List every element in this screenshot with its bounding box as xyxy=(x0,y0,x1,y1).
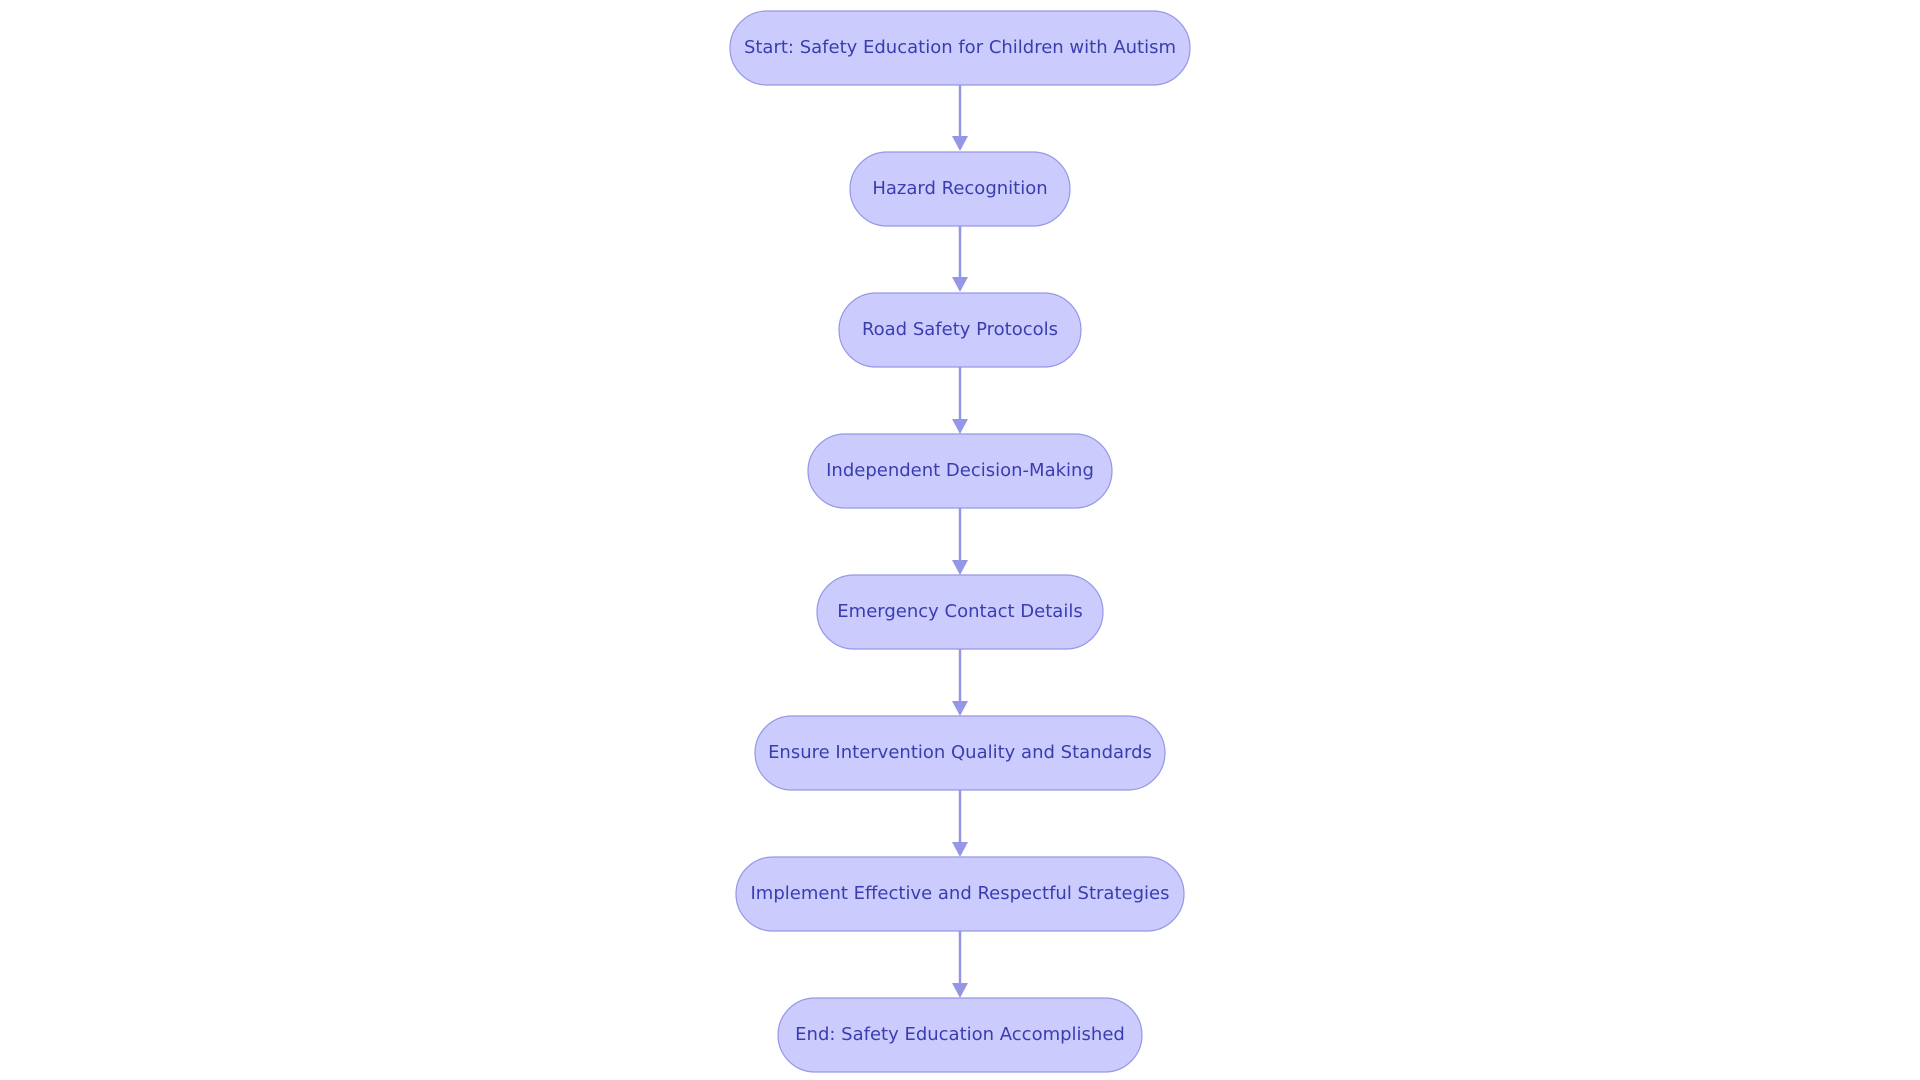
node-road-safety-protocols: Road Safety Protocols xyxy=(838,292,1082,368)
edge-emergency-to-quality xyxy=(952,649,968,716)
node-independent-decision-making-label: Independent Decision-Making xyxy=(826,460,1094,481)
edge-hazard-to-road xyxy=(952,226,968,292)
node-start: Start: Safety Education for Children wit… xyxy=(729,10,1191,86)
node-implement-effective-strategies: Implement Effective and Respectful Strat… xyxy=(735,856,1185,932)
node-end: End: Safety Education Accomplished xyxy=(777,997,1143,1073)
node-emergency-contact-details-label: Emergency Contact Details xyxy=(837,601,1082,622)
node-hazard-recognition-label: Hazard Recognition xyxy=(872,178,1047,199)
edge-start-to-hazard xyxy=(952,85,968,151)
edge-road-to-decision xyxy=(952,367,968,434)
edge-decision-to-emergency xyxy=(952,508,968,575)
node-implement-effective-strategies-label: Implement Effective and Respectful Strat… xyxy=(751,883,1170,904)
node-independent-decision-making: Independent Decision-Making xyxy=(807,433,1113,509)
node-hazard-recognition: Hazard Recognition xyxy=(849,151,1071,227)
edge-quality-to-strategies xyxy=(952,790,968,857)
node-road-safety-protocols-label: Road Safety Protocols xyxy=(862,319,1058,340)
node-end-label: End: Safety Education Accomplished xyxy=(795,1024,1125,1045)
node-start-label: Start: Safety Education for Children wit… xyxy=(744,37,1176,58)
node-emergency-contact-details: Emergency Contact Details xyxy=(816,574,1104,650)
node-ensure-intervention-quality-label: Ensure Intervention Quality and Standard… xyxy=(768,742,1152,763)
node-ensure-intervention-quality: Ensure Intervention Quality and Standard… xyxy=(754,715,1166,791)
edge-strategies-to-end xyxy=(952,931,968,998)
